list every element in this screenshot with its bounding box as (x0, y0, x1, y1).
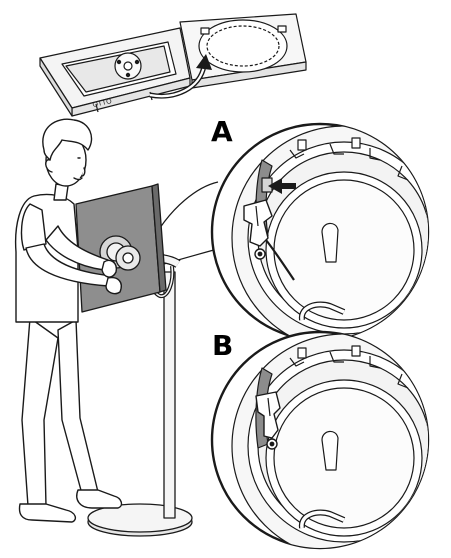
person (14, 118, 123, 523)
step-label-a: A (211, 115, 233, 148)
stand (87, 253, 193, 537)
step-label-b: B (212, 329, 234, 362)
packaging-tray (39, 13, 307, 117)
monitor (75, 183, 167, 313)
packaging-label: OTTO (92, 98, 113, 109)
push-arrow-icon (268, 178, 296, 194)
detail-circle-a (210, 122, 430, 342)
detail-circle-b (210, 330, 430, 550)
